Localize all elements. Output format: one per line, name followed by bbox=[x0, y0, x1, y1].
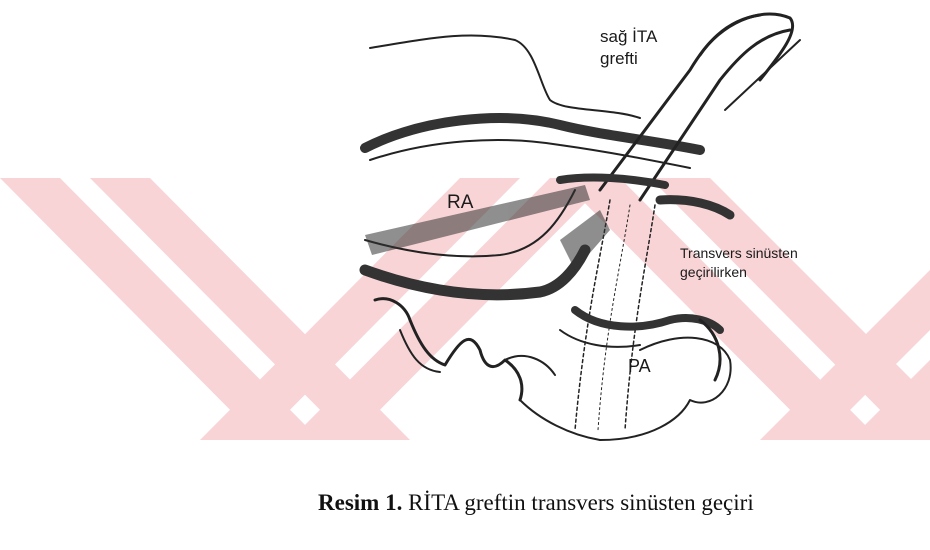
figure-caption: Resim 1. RİTA greftin transvers sinüsten… bbox=[318, 490, 930, 516]
label-ita-line2: grefti bbox=[600, 48, 657, 70]
caption-label: Resim 1. bbox=[318, 490, 402, 515]
label-pa: PA bbox=[628, 356, 651, 377]
label-transverse-line1: Transvers sinüsten bbox=[680, 244, 798, 263]
rita-graft-illustration bbox=[0, 0, 930, 470]
caption-text: RİTA greftin transvers sinüsten geçiri bbox=[402, 490, 753, 515]
label-transverse-line2: geçirilirken bbox=[680, 263, 798, 282]
label-transverse-sinus: Transvers sinüsten geçirilirken bbox=[680, 244, 798, 282]
label-ra: RA bbox=[447, 192, 473, 214]
label-right-ita-graft: sağ İTA grefti bbox=[600, 26, 657, 70]
label-ita-line1: sağ İTA bbox=[600, 26, 657, 48]
